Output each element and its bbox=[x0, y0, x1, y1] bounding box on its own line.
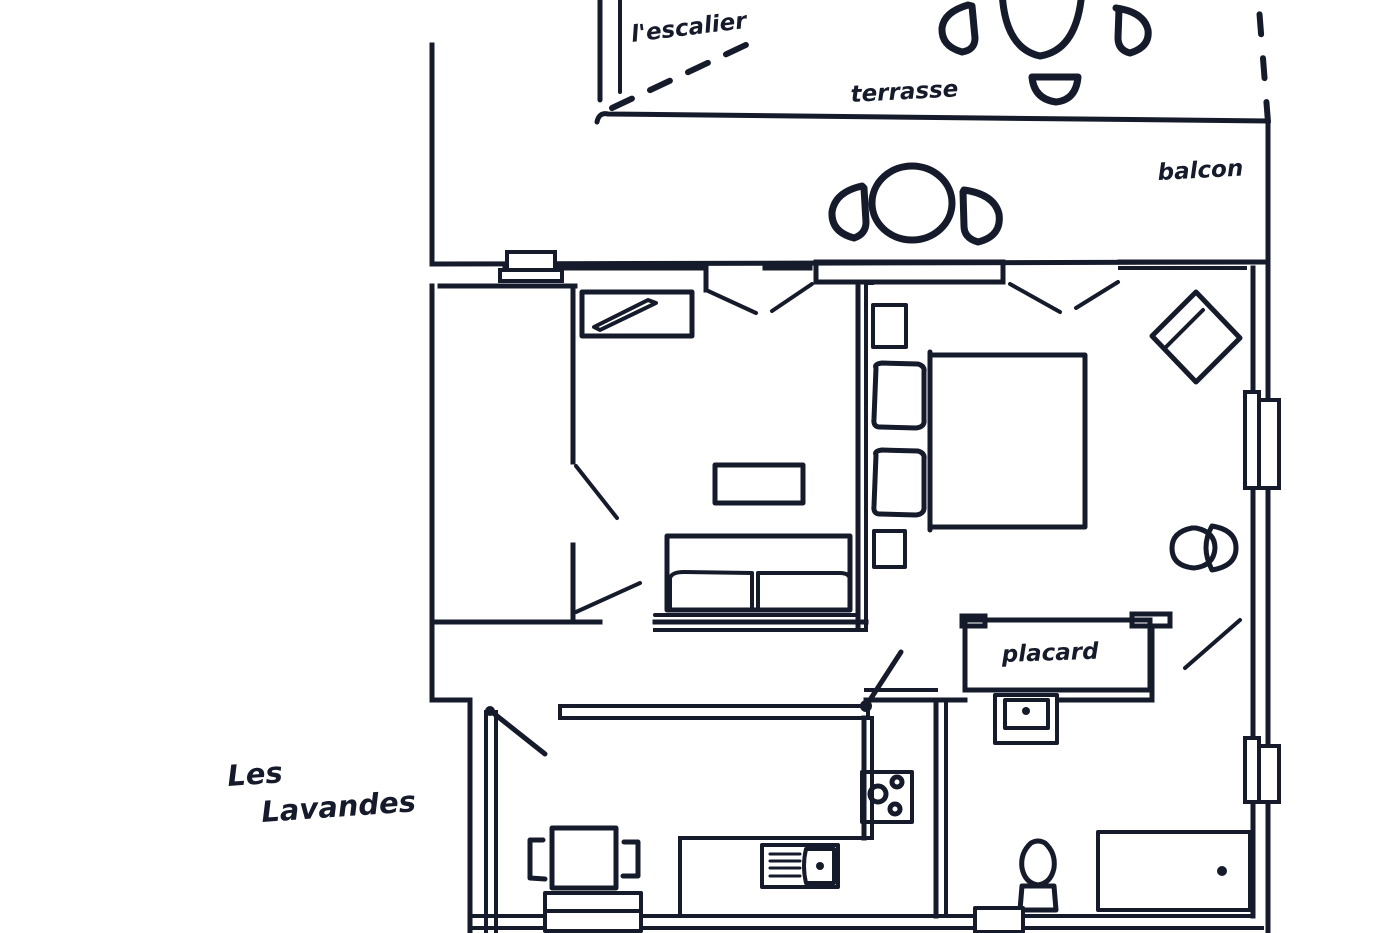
cooktop-four-burner bbox=[860, 770, 914, 824]
nightstand-bottom bbox=[872, 529, 907, 569]
pillow-lower bbox=[871, 447, 927, 518]
terrace-chair-right-icon bbox=[1112, 4, 1152, 57]
washbasin-drain-icon bbox=[1022, 707, 1030, 715]
terrasse-floor-edge bbox=[594, 111, 1271, 125]
round-armchair-back bbox=[1203, 523, 1239, 573]
bathtub-diagonal-icon bbox=[592, 298, 658, 332]
balcony-chair-left-icon bbox=[828, 182, 870, 242]
angled-armchair-inner bbox=[1163, 308, 1205, 350]
burner-large-icon bbox=[867, 783, 889, 805]
interior-walls bbox=[433, 250, 1256, 933]
placard-jamb-left bbox=[959, 613, 988, 629]
window-bottom-wc bbox=[973, 906, 1025, 933]
kitchen-sink-outline bbox=[760, 843, 840, 889]
door-sejour-top-b-swing bbox=[1008, 282, 1062, 314]
wall-left-outer bbox=[429, 283, 473, 933]
placard-return-wall bbox=[1055, 623, 1155, 703]
balcony-round-table-icon bbox=[868, 162, 956, 244]
terrasse-dashed-boundary bbox=[1255, 0, 1271, 125]
door-lower-left-hinge bbox=[485, 706, 495, 716]
door-bedroom-left-swing bbox=[574, 464, 619, 520]
placard-jamb-right bbox=[1129, 611, 1173, 629]
door-sejour-top-a-swing bbox=[770, 282, 814, 313]
burner-small-a-icon bbox=[889, 774, 905, 790]
dining-table bbox=[549, 825, 619, 891]
angled-armchair-icon bbox=[1149, 289, 1243, 385]
kitchen-fixtures bbox=[760, 770, 914, 889]
door-sejour-left-swing bbox=[574, 581, 642, 614]
terrace-table-set bbox=[938, 0, 1152, 106]
toilet-tank-icon bbox=[1017, 883, 1059, 913]
sliding-window-upper-leaf-a bbox=[1243, 390, 1261, 490]
door-swings bbox=[485, 280, 1242, 757]
terrace-chair-left-icon bbox=[938, 1, 979, 56]
shower-drain-icon bbox=[1217, 866, 1227, 876]
toilet-bowl-icon bbox=[1019, 838, 1057, 888]
label-balcon: balcon bbox=[1157, 156, 1244, 186]
nightstand-top bbox=[871, 303, 908, 349]
window-bottom-dining-b bbox=[543, 909, 643, 933]
dining-area bbox=[527, 825, 643, 933]
sliding-windows-right bbox=[1243, 390, 1281, 804]
sofa-cushion-left bbox=[668, 570, 754, 612]
plan-title-line1: Les bbox=[226, 755, 284, 793]
sliding-window-lower-leaf-b bbox=[1257, 744, 1281, 804]
shower-tray-outline bbox=[1096, 830, 1252, 912]
door-lower-left-swing bbox=[489, 709, 548, 757]
dining-chair-left-icon bbox=[527, 837, 548, 882]
bathroom-lower-fixtures bbox=[973, 693, 1252, 933]
door-bathroom-right-swing bbox=[1183, 618, 1242, 670]
pillow-upper bbox=[871, 360, 927, 431]
window-top-left bbox=[498, 250, 564, 283]
plan-title-line2: Lavandes bbox=[260, 784, 417, 829]
door-bedroom-right-swing bbox=[1074, 280, 1120, 310]
balcony-chair-right-icon bbox=[959, 186, 1003, 246]
window-bottom-dining-a bbox=[543, 891, 643, 913]
sink-drainboard-icon bbox=[768, 852, 802, 878]
wall-top bbox=[429, 42, 1271, 267]
living-room-furniture bbox=[653, 462, 860, 617]
washbasin-outline bbox=[993, 693, 1059, 745]
door-hall-swing bbox=[863, 649, 904, 709]
sliding-window-upper-leaf-b bbox=[1257, 398, 1281, 490]
sink-drain-icon bbox=[816, 862, 824, 870]
sliding-window-lower-leaf-a bbox=[1243, 736, 1261, 804]
round-armchair-icon bbox=[1169, 525, 1218, 571]
door-bath-swing bbox=[704, 288, 758, 315]
stair-dashed-line bbox=[609, 40, 753, 111]
door-hall-hinge bbox=[860, 700, 872, 712]
terrace-chair-bottom-icon bbox=[1028, 73, 1082, 106]
right-bedroom-furniture bbox=[871, 303, 1088, 569]
terrace-round-table-icon bbox=[999, 0, 1085, 60]
balcony-table-set bbox=[828, 162, 1003, 246]
burner-small-b-icon bbox=[887, 801, 903, 817]
label-placard: placard bbox=[1000, 639, 1099, 668]
label-escalier: l'escalier bbox=[630, 8, 750, 48]
terrasse-area bbox=[594, 0, 1271, 125]
dining-chair-right-icon bbox=[620, 839, 641, 879]
wall-sejour-top-block-a bbox=[813, 259, 1006, 285]
bathroom-upper bbox=[579, 289, 695, 339]
label-terrasse: terrasse bbox=[850, 76, 959, 108]
double-bed-mattress bbox=[927, 352, 1088, 530]
placard-closet bbox=[959, 611, 1173, 703]
sink-basin-icon bbox=[802, 847, 836, 885]
bathtub-outline bbox=[579, 289, 695, 339]
coffee-table bbox=[712, 462, 806, 506]
right-side-seating bbox=[1149, 289, 1243, 573]
sofa-cushion-right bbox=[756, 571, 852, 612]
washbasin-basin-icon bbox=[1003, 698, 1050, 730]
building-outer-walls bbox=[429, 42, 1271, 933]
bar-counter bbox=[558, 704, 870, 720]
